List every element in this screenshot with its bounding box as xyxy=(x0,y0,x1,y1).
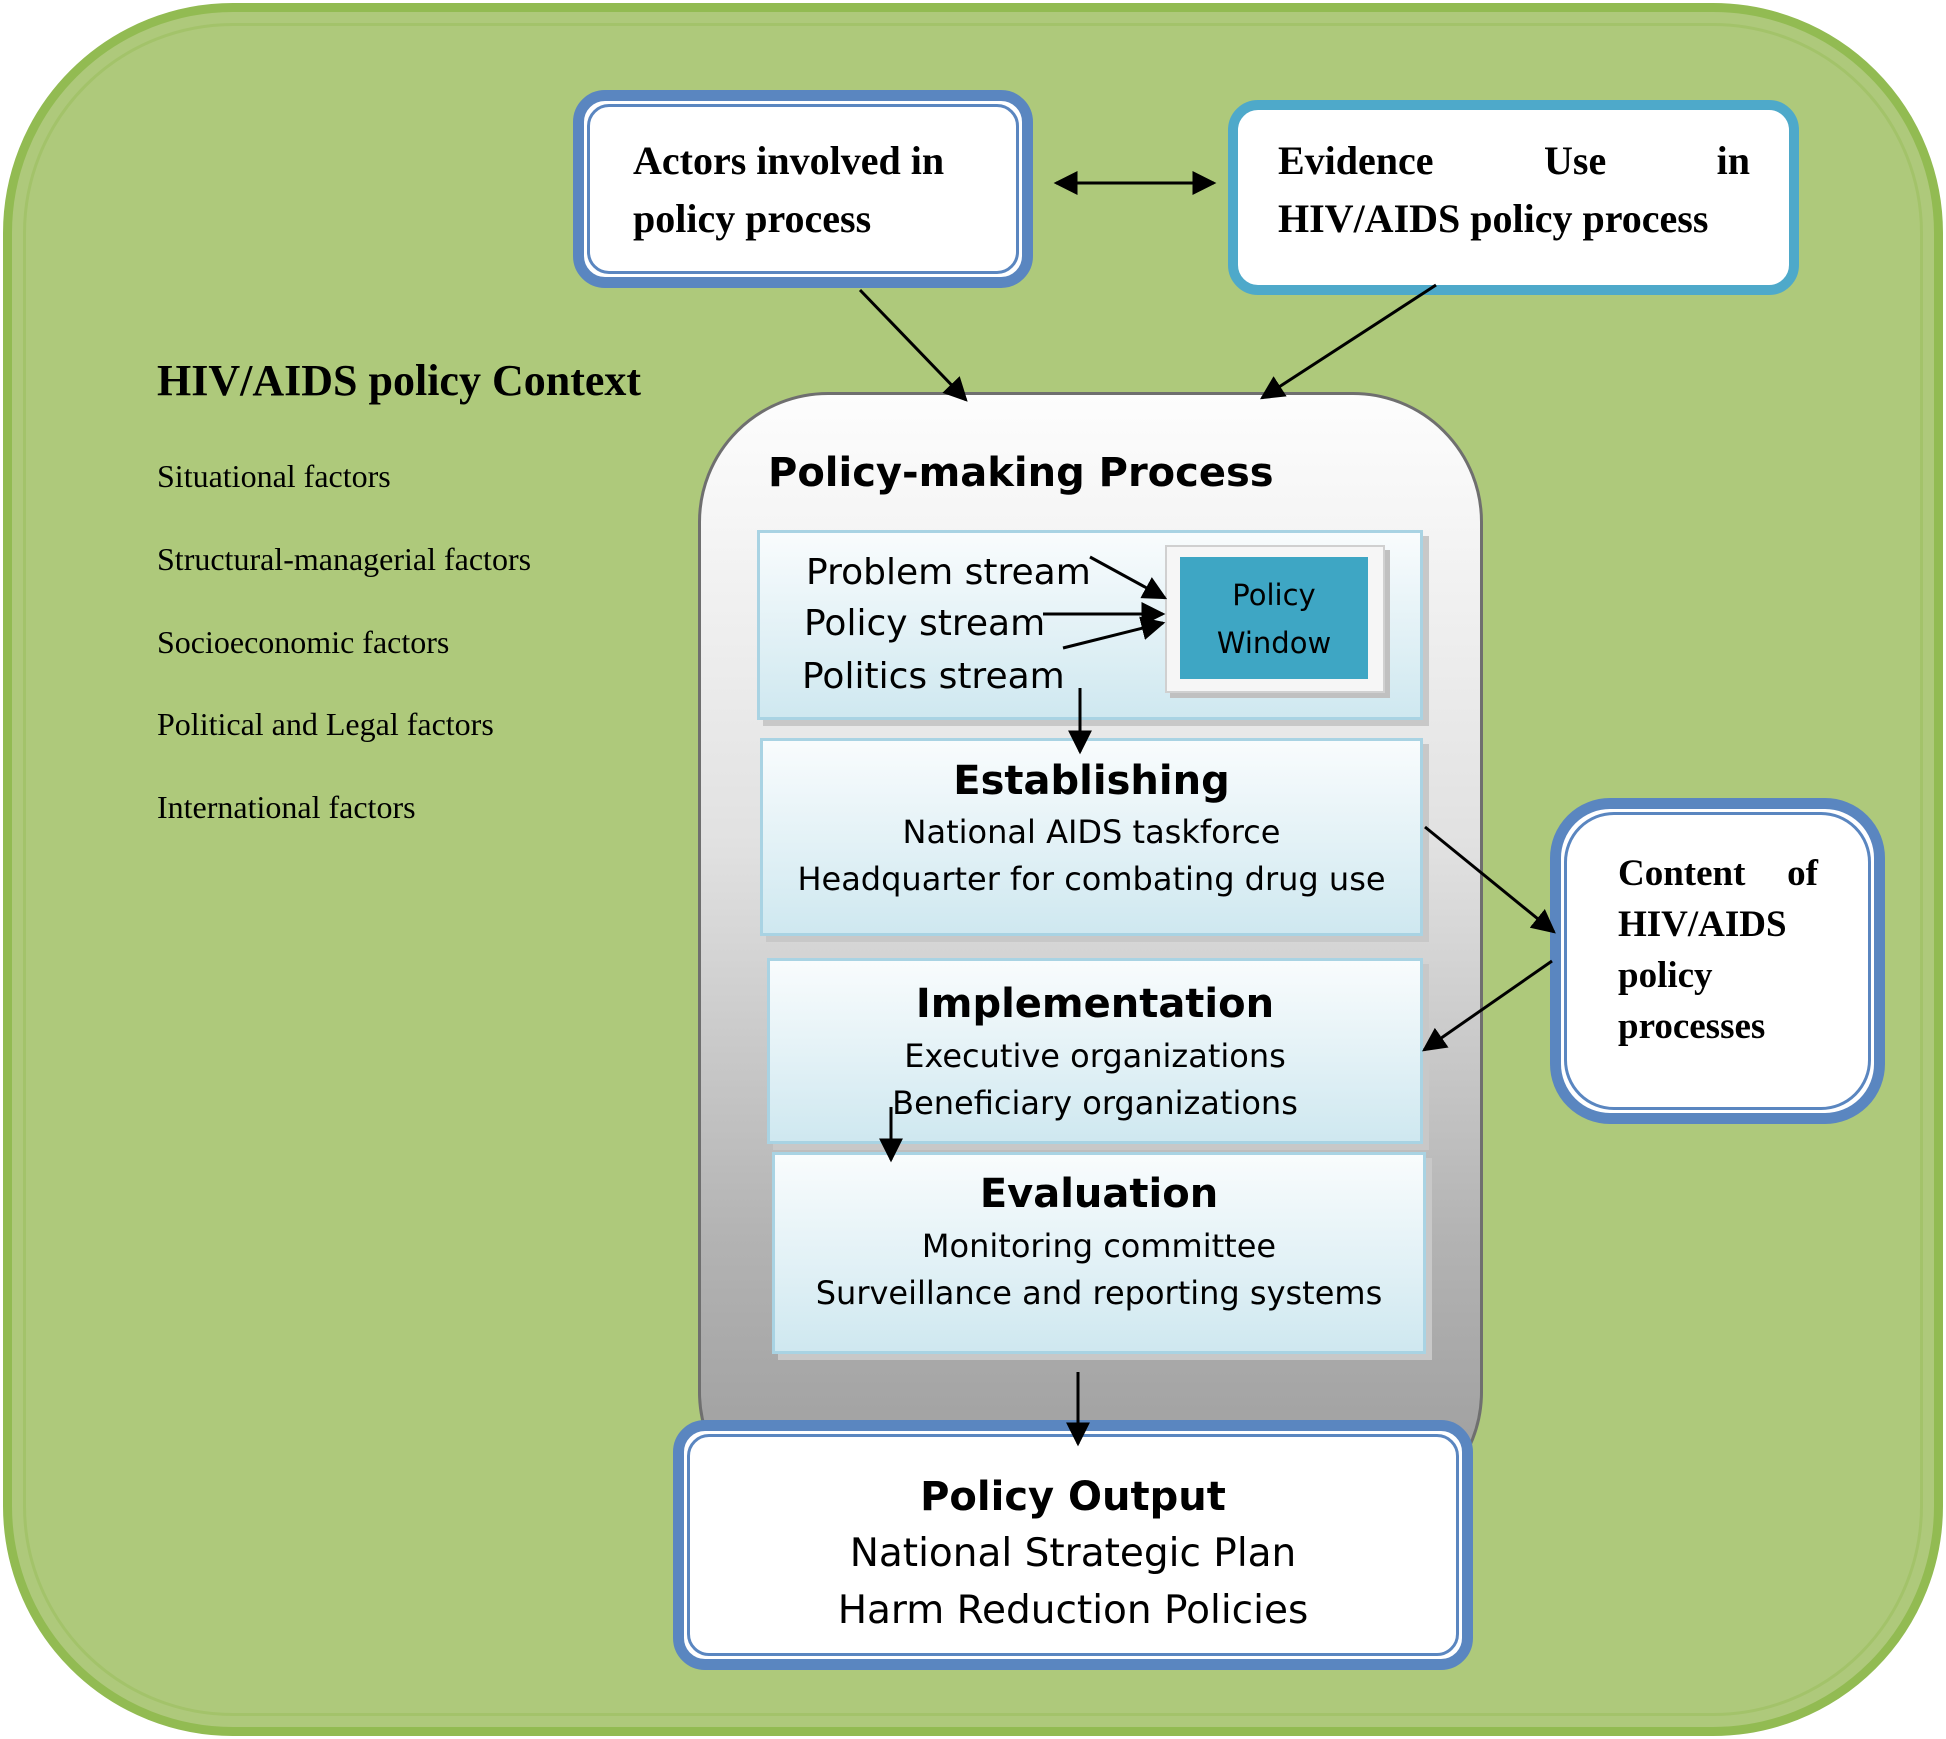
implementation-box xyxy=(767,958,1423,1144)
content-box xyxy=(1550,798,1885,1124)
implementation-title: Implementation xyxy=(915,981,1275,1027)
factor-socioeconomic: Socioeconomic factors xyxy=(157,624,450,660)
establishing-item: Headquarter for combating drug use xyxy=(797,860,1386,898)
content-word-1: Content xyxy=(1618,853,1746,894)
evidence-line-2: HIV/AIDS policy process xyxy=(1278,196,1709,241)
policy-stream: Policy stream xyxy=(804,603,1046,644)
evaluation-box xyxy=(772,1152,1426,1354)
evidence-word-1: Evidence xyxy=(1278,138,1434,183)
establishing-item: National AIDS taskforce xyxy=(902,813,1281,851)
content-line-2: HIV/AIDS xyxy=(1618,904,1787,945)
policy-window-label: Policy Window xyxy=(1180,571,1368,667)
factor-political-legal: Political and Legal factors xyxy=(157,706,494,742)
actors-line-1: Actors involved in xyxy=(633,138,945,183)
policy-output-title: Policy Output xyxy=(920,1474,1226,1520)
actors-label: Actors involved in policy process xyxy=(633,132,1003,248)
evidence-line-1: Evidence Use in xyxy=(1278,132,1750,190)
politics-stream: Politics stream xyxy=(802,656,1065,697)
policy-output-item: National Strategic Plan xyxy=(849,1531,1297,1576)
factor-international: International factors xyxy=(157,789,416,825)
policy-output-item: Harm Reduction Policies xyxy=(837,1588,1309,1633)
policy-window xyxy=(1180,557,1368,679)
evidence-word-3: in xyxy=(1716,138,1750,183)
evaluation-item: Monitoring committee xyxy=(921,1227,1277,1265)
evidence-label: Evidence Use in HIV/AIDS policy process xyxy=(1278,132,1750,248)
actors-line-2: policy process xyxy=(633,196,872,241)
problem-stream: Problem stream xyxy=(806,552,1091,593)
content-line-3: policy xyxy=(1618,955,1713,996)
establishing-title: Establishing xyxy=(953,758,1230,804)
context-title: HIV/AIDS policy Context xyxy=(157,356,642,405)
process-title: Policy-making Process xyxy=(768,450,1274,496)
content-line-4: processes xyxy=(1618,1006,1766,1047)
implementation-item: Executive organizations xyxy=(904,1037,1286,1075)
factor-situational: Situational factors xyxy=(157,458,391,494)
evaluation-title: Evaluation xyxy=(979,1171,1219,1217)
evaluation-item: Surveillance and reporting systems xyxy=(815,1274,1383,1312)
factor-structural-managerial: Structural-managerial factors xyxy=(157,541,532,577)
policy-window-line-2: Window xyxy=(1216,626,1332,660)
actors-box xyxy=(573,90,1033,288)
implementation-item: Beneficiary organizations xyxy=(892,1084,1298,1122)
evidence-box xyxy=(1228,100,1799,295)
content-line-1: Content of xyxy=(1618,848,1818,899)
evidence-word-2: Use xyxy=(1543,138,1607,183)
content-word-2: of xyxy=(1787,853,1818,894)
policy-context-frame-line xyxy=(23,23,1923,1716)
content-label: Content of HIV/AIDS policy processes xyxy=(1618,848,1818,1052)
policy-window-line-1: Policy xyxy=(1232,578,1316,612)
